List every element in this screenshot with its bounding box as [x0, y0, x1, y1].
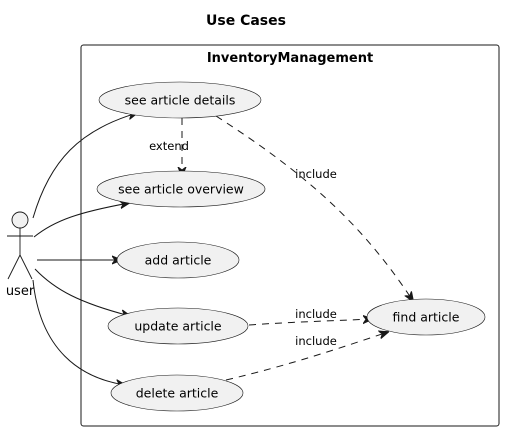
use-case-ellipse	[98, 81, 262, 119]
use-case-ellipse	[366, 298, 486, 336]
use-case-label: delete article	[136, 386, 219, 401]
use-case-label: add article	[145, 253, 212, 268]
use-case-ellipse	[107, 307, 249, 345]
use-case-delete-article[interactable]: delete article	[110, 374, 244, 412]
diagram-title: Use Cases	[206, 13, 286, 29]
use-case-add-article[interactable]: add article	[116, 241, 240, 279]
use-case-update-article[interactable]: update article	[107, 307, 249, 345]
use-case-see-article-details[interactable]: see article details	[98, 81, 262, 119]
include-label-delete-find: include	[295, 334, 337, 348]
actor-user[interactable]: user	[6, 211, 35, 299]
use-case-ellipse	[116, 241, 240, 279]
use-case-label: find article	[393, 310, 460, 325]
association-user-update	[34, 268, 130, 316]
use-case-find-article[interactable]: find article	[366, 298, 486, 336]
use-case-see-article-overview[interactable]: see article overview	[96, 170, 266, 208]
use-case-ellipse	[96, 170, 266, 208]
extend-label: extend	[149, 139, 189, 153]
relations	[32, 113, 413, 385]
use-case-ellipse	[110, 374, 244, 412]
package-title: InventoryManagement	[207, 51, 373, 66]
actor-right-leg	[19, 254, 33, 280]
association-user-see-details	[32, 113, 137, 219]
actor-label: user	[6, 284, 35, 299]
use-case-label: update article	[134, 319, 222, 334]
use-case-label: see article overview	[118, 182, 244, 197]
include-edge-update-find	[248, 319, 372, 326]
actor-left-leg	[7, 254, 21, 280]
association-user-see-overview	[33, 203, 129, 238]
use-case-label: see article details	[125, 93, 236, 108]
package-frame	[80, 44, 500, 427]
package-inventory-management: InventoryManagement	[80, 44, 500, 427]
association-user-delete	[32, 279, 125, 385]
include-label-see-details-find: include	[295, 167, 337, 181]
actor-head	[11, 211, 29, 229]
include-edge-see-details-find	[215, 115, 413, 301]
include-label-update-find: include	[295, 307, 337, 321]
stick-figure-icon	[7, 211, 33, 280]
